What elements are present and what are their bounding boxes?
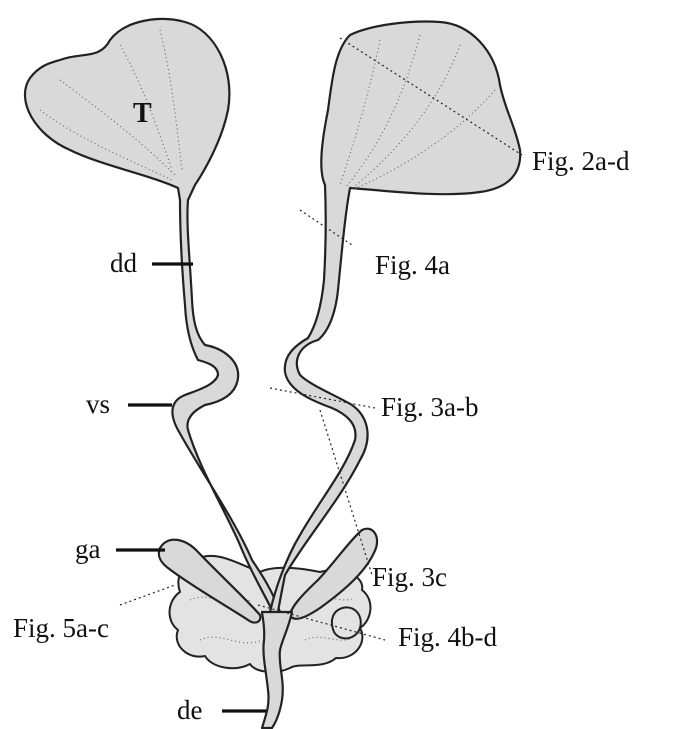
- label-fig-4a: Fig. 4a: [375, 252, 450, 279]
- label-testis: T: [133, 100, 152, 128]
- label-ga: ga: [75, 536, 100, 563]
- section-line-fig5: [120, 585, 175, 605]
- label-fig-3c: Fig. 3c: [372, 564, 447, 591]
- right-testis: [270, 22, 520, 612]
- label-fig-2a-d: Fig. 2a-d: [532, 148, 630, 175]
- label-vs: vs: [86, 391, 110, 418]
- gland-coil: [332, 607, 361, 638]
- label-fig-5a-c: Fig. 5a-c: [13, 615, 109, 642]
- label-fig-4b-d: Fig. 4b-d: [398, 624, 497, 651]
- label-dd: dd: [110, 250, 137, 277]
- label-de: de: [177, 697, 202, 724]
- label-fig-3a-b: Fig. 3a-b: [381, 394, 479, 421]
- left-testis: [25, 19, 280, 612]
